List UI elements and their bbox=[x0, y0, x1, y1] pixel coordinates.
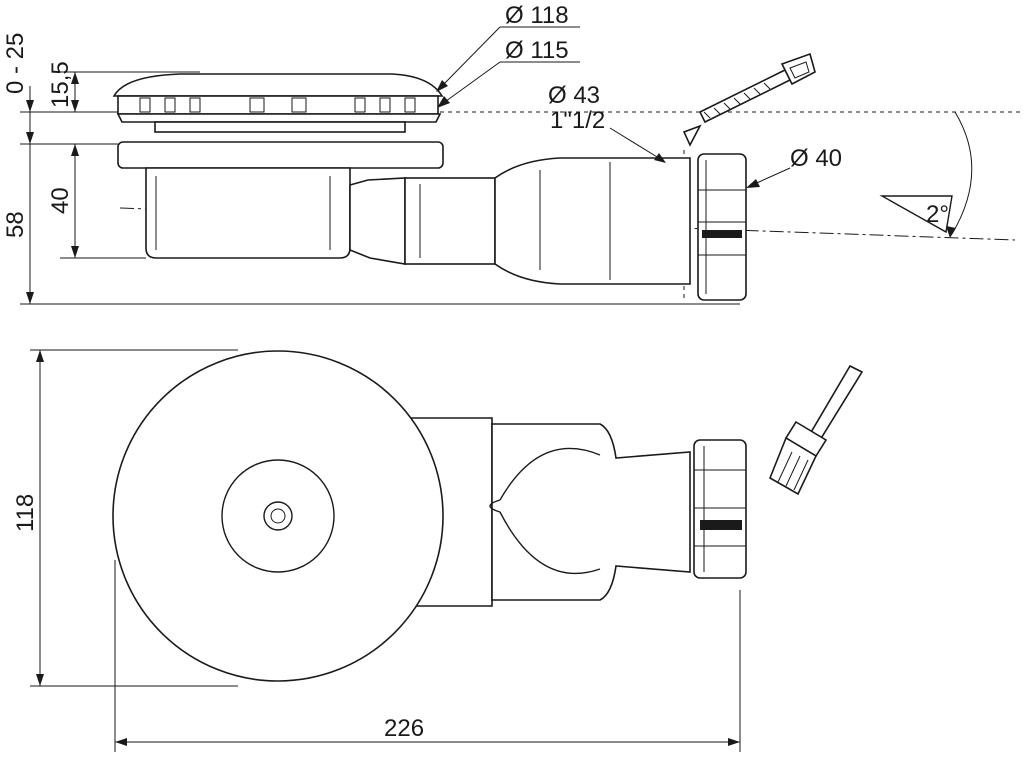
compression-nut bbox=[697, 153, 747, 301]
compression-nut-top bbox=[693, 439, 747, 579]
label-adjust: 0 - 25 bbox=[2, 33, 29, 94]
top-view bbox=[30, 349, 864, 752]
label-dia-115: Ø 115 bbox=[505, 37, 569, 64]
saw-icon bbox=[682, 52, 816, 147]
label-dia-43: Ø 43 bbox=[548, 82, 600, 109]
brush-icon bbox=[768, 364, 864, 496]
label-height-15-5: 15,5 bbox=[47, 61, 74, 108]
drain-disc bbox=[112, 350, 444, 682]
body-collar bbox=[117, 141, 444, 169]
label-dia-40: Ø 40 bbox=[790, 145, 842, 172]
label-slope: 2° bbox=[926, 201, 949, 228]
label-length-226: 226 bbox=[384, 715, 424, 742]
drain-flange bbox=[116, 113, 442, 123]
outlet-pipe bbox=[349, 177, 406, 265]
label-thread: 1"1/2 bbox=[550, 107, 605, 134]
grate-cover bbox=[112, 73, 444, 97]
label-height-40: 40 bbox=[47, 187, 74, 214]
label-dia-118: Ø 118 bbox=[505, 2, 569, 29]
label-height-58: 58 bbox=[2, 211, 29, 238]
side-view bbox=[112, 52, 1020, 301]
label-width-118: 118 bbox=[12, 494, 39, 532]
drain-body bbox=[145, 167, 351, 259]
side-dimensions bbox=[20, 26, 973, 305]
